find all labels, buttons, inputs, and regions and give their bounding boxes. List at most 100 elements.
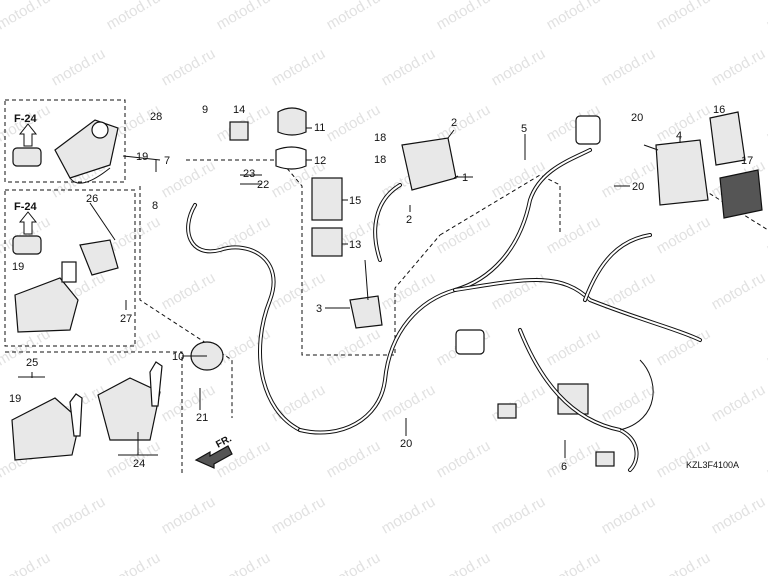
spark-plug-cap-3 — [349, 295, 383, 329]
callout-numbers: 1 2 2 3 4 5 6 7 8 9 10 11 12 13 14 15 16… — [9, 104, 753, 473]
callout-4: 4 — [676, 130, 682, 142]
watermark-text: motod.ru — [0, 549, 53, 576]
watermark-text: motod.ru — [269, 493, 329, 537]
callout-14: 14 — [233, 104, 245, 116]
callout-11: 11 — [314, 122, 325, 134]
callout-18: 18 — [374, 154, 386, 166]
watermark-text: motod.ru — [764, 0, 768, 33]
watermark-text: motod.ru — [654, 549, 714, 576]
watermark-text: motod.ru — [269, 381, 329, 425]
watermark-text: motod.ru — [709, 493, 768, 537]
watermark-text: motod.ru — [654, 213, 714, 257]
watermark-text: motod.ru — [214, 325, 274, 369]
up-arrow-icon — [18, 123, 38, 147]
ignition-switch-box-top — [4, 99, 126, 183]
ignition-switch-bottom — [97, 377, 161, 441]
ecu-cover-17 — [719, 169, 763, 219]
relay-14 — [229, 121, 249, 141]
callout-19: 19 — [9, 393, 21, 405]
watermark-text: motod.ru — [269, 45, 329, 89]
callout-13: 13 — [349, 239, 361, 251]
watermark-text: motod.ru — [489, 157, 549, 201]
watermark-text: motod.ru — [489, 381, 549, 425]
lock-set-bottom — [11, 397, 81, 461]
leader-lines — [18, 127, 681, 458]
callout-16: 16 — [713, 104, 725, 116]
callout-5: 5 — [521, 123, 527, 135]
callout-23: 23 — [243, 168, 255, 180]
key-cylinder-icon — [12, 235, 42, 255]
watermark-text: motod.ru — [379, 493, 439, 537]
watermark-text: motod.ru — [214, 549, 274, 576]
callout-19: 19 — [136, 151, 148, 163]
ignition-switch-box-middle — [4, 189, 136, 347]
callout-20: 20 — [400, 438, 412, 450]
watermark-text: motod.ru — [764, 325, 768, 369]
watermark-text: motod.ru — [104, 549, 164, 576]
key — [149, 361, 163, 407]
watermark-text: motod.ru — [159, 269, 219, 313]
callout-24: 24 — [133, 458, 145, 470]
front-arrow-icon — [194, 445, 233, 469]
watermark-text: motod.ru — [0, 0, 53, 33]
callout-1: 1 — [462, 172, 468, 184]
callout-9: 9 — [202, 104, 208, 116]
watermark-text: motod.ru — [599, 381, 659, 425]
callout-20: 20 — [631, 112, 643, 124]
watermark-text: motod.ru — [434, 437, 494, 481]
watermark-text: motod.ru — [654, 101, 714, 145]
ecu-16 — [709, 111, 746, 166]
ignition-coil-1 — [401, 137, 457, 191]
front-label: FR. — [214, 433, 234, 450]
watermark-text: motod.ru — [489, 493, 549, 537]
watermark-text: motod.ru — [49, 45, 109, 89]
relay-13 — [311, 227, 343, 257]
f24-label-middle: F-24 — [14, 201, 38, 213]
callout-18: 18 — [374, 132, 386, 144]
watermark-text: motod.ru — [599, 493, 659, 537]
watermark-text: motod.ru — [379, 45, 439, 89]
watermark-text: motod.ru — [599, 157, 659, 201]
key — [69, 393, 83, 437]
callout-15: 15 — [349, 195, 361, 207]
callout-21: 21 — [196, 412, 208, 424]
watermark-text: motod.ru — [764, 101, 768, 145]
callout-27: 27 — [120, 313, 132, 325]
watermark-text: motod.ru — [49, 493, 109, 537]
watermark-text: motod.ru — [324, 325, 384, 369]
watermark-text: motod.ru — [104, 325, 164, 369]
watermark-text: motod.ru — [434, 549, 494, 576]
callout-10: 10 — [172, 351, 184, 363]
parts — [11, 107, 763, 467]
watermark-text: motod.ru — [764, 213, 768, 257]
harness-frame-right — [439, 174, 561, 236]
watermark-text: motod.ru — [764, 437, 768, 481]
watermark-text: motod.ru — [159, 381, 219, 425]
callout-17: 17 — [741, 155, 753, 167]
f24-marker-top: F-24 — [12, 113, 42, 167]
callout-22: 22 — [257, 179, 269, 191]
relay-15 — [311, 177, 343, 221]
watermark-text: motod.ru — [544, 325, 604, 369]
callout-20: 20 — [632, 181, 644, 193]
horn-cap-11 — [277, 107, 307, 136]
regulator-4 — [655, 139, 709, 206]
watermark-text: motod.ru — [544, 0, 604, 33]
watermark-text: motod.ru — [379, 269, 439, 313]
up-arrow-icon — [18, 211, 38, 235]
watermark-text: motod.ru — [544, 549, 604, 576]
watermark-text: motod.ru — [379, 381, 439, 425]
callout-2: 2 — [451, 117, 457, 129]
watermark-text: motod.ru — [434, 0, 494, 33]
watermark-text: motod.ru — [434, 213, 494, 257]
callout-28: 28 — [150, 111, 162, 123]
watermark-text: motod.ru — [324, 549, 384, 576]
callout-8: 8 — [152, 200, 158, 212]
harness-frame-left — [139, 186, 233, 418]
watermark-text: motod.ru — [654, 0, 714, 33]
f24-marker-middle: F-24 — [12, 201, 42, 255]
watermark-text: motod.ru — [159, 45, 219, 89]
callout-25: 25 — [26, 357, 38, 369]
